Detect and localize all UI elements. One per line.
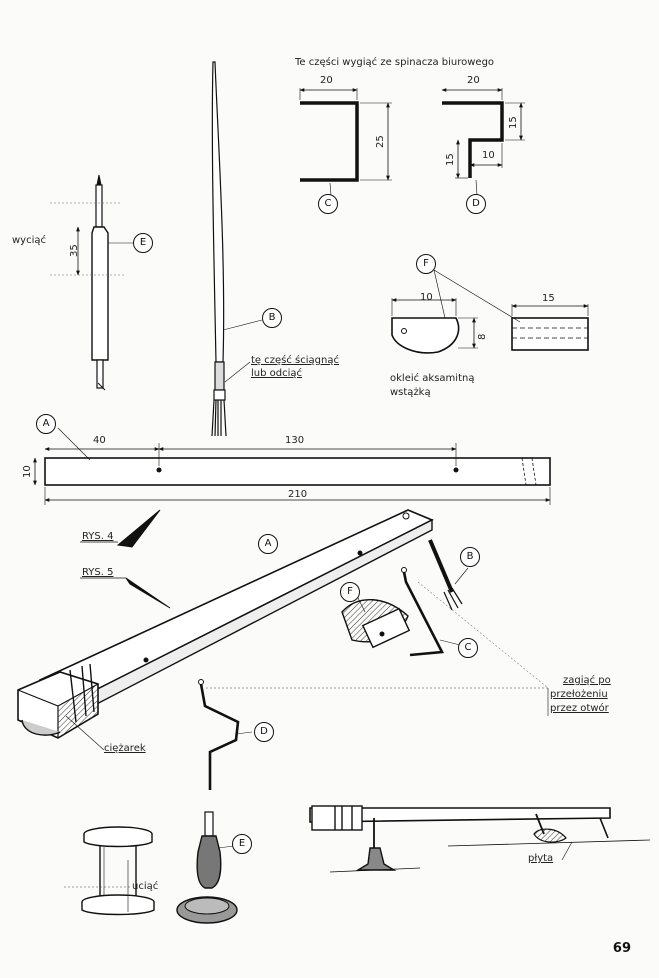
assembled-view — [17, 509, 549, 924]
assembly-b-marker: B — [460, 547, 480, 567]
figure-4-label: RYS. 4 — [82, 531, 114, 542]
part-c-bracket — [299, 88, 392, 196]
weight-label: ciężarek — [104, 743, 146, 754]
side-view — [309, 805, 651, 873]
brush-trim-note-line1: tę część ściągnąć — [251, 355, 339, 366]
part-a-marker: A — [36, 414, 56, 434]
dim-c-width: 20 — [320, 75, 333, 86]
dim-c-height: 25 — [375, 135, 386, 148]
velvet-note-line2: wstążką — [390, 387, 431, 398]
dim-d-offset: 10 — [482, 150, 495, 161]
brush-trim-note-line2: lub odciąć — [251, 368, 303, 379]
figure-5-label: RYS. 5 — [82, 567, 114, 578]
dim-f-width: 10 — [420, 292, 433, 303]
dim-e-length: 35 — [69, 244, 80, 257]
assembly-f-marker: F — [340, 582, 360, 602]
part-b-marker: B — [262, 308, 282, 328]
dim-d-top-height: 15 — [508, 116, 519, 129]
part-f-marker: F — [416, 254, 436, 274]
dim-a-length: 210 — [288, 489, 308, 500]
assembly-c-marker: C — [458, 638, 478, 658]
bend-note-line2: przełożeniu — [550, 689, 608, 700]
plate-label: płyta — [528, 853, 554, 864]
assembly-a-marker: A — [258, 534, 278, 554]
part-d-marker: D — [466, 194, 486, 214]
velvet-note-line1: okleić aksamitną — [390, 373, 475, 384]
bend-note-line3: przez otwór — [550, 703, 609, 714]
cut-out-note: wyciąć — [12, 235, 46, 246]
page-number: 69 — [612, 941, 631, 956]
part-e-handle — [50, 174, 133, 391]
assembly-d-marker: D — [254, 722, 274, 742]
bend-note-line1: zagiąć po — [563, 675, 611, 686]
dim-f-strip: 15 — [542, 293, 555, 304]
part-e-marker: E — [133, 233, 153, 253]
spool-cut-label: uciąć — [132, 881, 159, 892]
figure-pointers — [80, 509, 171, 609]
part-c-marker: C — [318, 194, 338, 214]
dim-d-leg-height: 15 — [445, 153, 456, 166]
part-b-brush — [211, 61, 263, 437]
spool — [64, 826, 155, 916]
dim-d-width: 20 — [467, 75, 480, 86]
dim-f-height: 8 — [477, 333, 488, 340]
assembly-e-marker: E — [232, 834, 252, 854]
dim-a-hole-offset: 40 — [93, 435, 106, 446]
part-a-bar — [33, 427, 551, 505]
dim-a-width: 10 — [22, 465, 33, 478]
part-d-bracket — [441, 88, 525, 196]
paperclip-note: Te części wygiąć ze spinacza biurowego — [295, 57, 495, 68]
part-f-felt — [391, 269, 589, 354]
dim-a-hole-spacing: 130 — [285, 435, 305, 446]
